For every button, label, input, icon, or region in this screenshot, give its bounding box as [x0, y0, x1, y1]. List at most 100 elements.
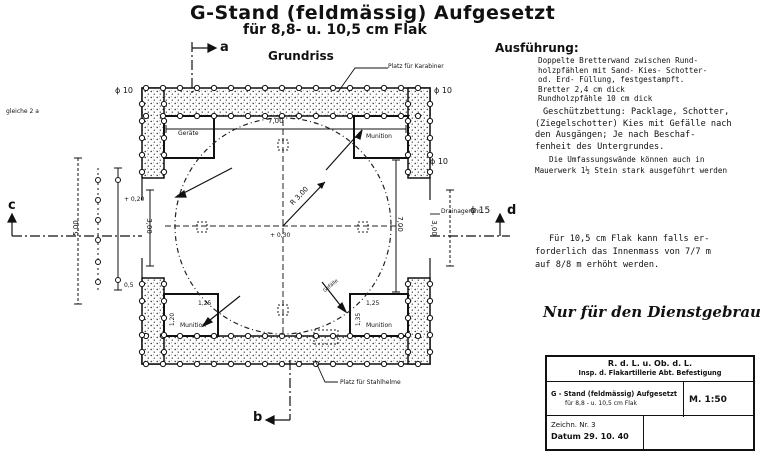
wall-post — [329, 332, 337, 340]
execution-line: (Ziegelschotter) Kies mit Gefälle nach — [535, 118, 732, 129]
label-drain-size: ϕ 15 — [470, 206, 491, 216]
wall-post — [397, 332, 405, 340]
dim-bl-h: 1,20 — [169, 312, 177, 327]
wall-post — [414, 332, 422, 340]
label-munition-tr: Munition — [366, 133, 392, 140]
execution-line: den Ausgängen; Je nach Beschaf- — [535, 130, 696, 140]
wall-post — [295, 84, 303, 92]
floor-plan — [7, 42, 510, 425]
wall-post — [244, 360, 252, 368]
tb-org2: Insp. d. Flakartillerie Abt. Befestigung — [578, 369, 722, 377]
wall-post — [380, 332, 388, 340]
wall-post — [397, 84, 405, 92]
execution-line: Für 10,5 cm Flak kann falls er- — [549, 234, 710, 244]
restricted-stamp: Nur für den Dienstgebrauch — [543, 303, 760, 321]
wall-post — [227, 84, 235, 92]
wall-post — [142, 112, 150, 120]
wall-post — [363, 84, 371, 92]
label-drain: Drainagerohr — [441, 208, 481, 215]
section-mark-b: b — [253, 410, 263, 425]
wall-post — [295, 360, 303, 368]
execution-para4: Für 10,5 cm Flak kann falls er- forderli… — [535, 233, 711, 272]
wall-post — [426, 348, 434, 356]
wall-post — [404, 134, 412, 142]
label-post-top: ϕ 10 — [115, 86, 133, 95]
tb-number: Zeichn. Nr. 3 — [551, 421, 596, 429]
tb-scale: M. 1:50 — [689, 395, 727, 405]
dim-level-left: + 0,20 — [124, 196, 145, 203]
wall-post — [261, 360, 269, 368]
label-post-left: ϕ 10 — [430, 157, 448, 166]
wall-post — [138, 151, 146, 159]
wall-post — [426, 331, 434, 339]
wall-post — [193, 360, 201, 368]
execution-line: Die Umfassungswände können auch in — [549, 155, 705, 164]
wall-post — [176, 112, 184, 120]
wall-post — [261, 84, 269, 92]
wall-post — [160, 100, 168, 108]
wall-post — [329, 112, 337, 120]
wall-post — [160, 151, 168, 159]
execution-line: forderlich das Innenmass von 7/7 m — [535, 247, 711, 257]
execution-line: Bretter 2,4 cm dick — [538, 84, 625, 94]
drawing-subtitle: für 8,8- u. 10,5 cm Flak — [243, 22, 427, 38]
execution-line: Doppelte Bretterwand zwischen Rund- — [538, 56, 699, 65]
wall-post — [278, 84, 286, 92]
wall-post — [278, 360, 286, 368]
wall-post — [261, 112, 269, 120]
wall-post — [159, 112, 167, 120]
wall-post — [210, 332, 218, 340]
wall-post — [329, 360, 337, 368]
execution-heading: Ausführung: — [495, 41, 579, 55]
wall-post — [138, 331, 146, 339]
wall-post — [261, 332, 269, 340]
wall-post — [138, 168, 146, 176]
wall-post — [176, 84, 184, 92]
execution-line: holzpfählen mit Sand- Kies- Schotter- — [538, 65, 708, 75]
wall-post — [426, 297, 434, 305]
dim-bottom-left: 0,5 — [124, 282, 134, 289]
wall-post — [414, 84, 422, 92]
wall-post — [329, 84, 337, 92]
plan-label: Grundriss — [268, 49, 334, 63]
label-geraete: Geräte — [178, 130, 199, 137]
wall-post — [363, 360, 371, 368]
wall-post — [312, 84, 320, 92]
wall-post — [227, 112, 235, 120]
wall-post — [142, 84, 150, 92]
dim-right: 7,00 — [395, 216, 404, 232]
label-stahlhelme: Platz für Stahlhelme — [340, 379, 401, 386]
execution-para3: Die Umfassungswände können auch in Mauer… — [535, 154, 727, 176]
wall-post — [160, 297, 168, 305]
wall-post — [142, 360, 150, 368]
wall-post — [160, 348, 168, 356]
wall-posts — [138, 84, 434, 368]
title-block: R. d. L. u. Ob. d. L. Insp. d. Flakartil… — [545, 355, 755, 451]
storage-bays — [163, 115, 409, 337]
wall-post — [193, 112, 201, 120]
dim-right-inner: 3,00 — [429, 220, 438, 236]
wall-post — [404, 151, 412, 159]
wall-post — [380, 84, 388, 92]
wall-post — [404, 348, 412, 356]
execution-line: Rundholzpfähle 10 cm dick — [538, 94, 653, 104]
label-munition-br: Munition — [366, 322, 392, 329]
wall-post — [346, 84, 354, 92]
wall-post — [244, 112, 252, 120]
side-note: gleiche 2 a — [6, 108, 39, 115]
wall-post — [346, 112, 354, 120]
wall-post — [138, 134, 146, 142]
wall-post — [138, 280, 146, 288]
section-mark-a: a — [220, 40, 229, 55]
label-munition-bl: Munition — [180, 322, 206, 329]
dim-left-inner: 3,00 — [144, 218, 153, 234]
wall-post — [426, 314, 434, 322]
wall-post — [160, 331, 168, 339]
wall-post — [363, 332, 371, 340]
wall-post — [160, 168, 168, 176]
wall-post — [312, 112, 320, 120]
wall-post — [210, 84, 218, 92]
dim-top: 7,00 — [268, 117, 284, 125]
wall-post — [138, 100, 146, 108]
wall-post — [138, 297, 146, 305]
